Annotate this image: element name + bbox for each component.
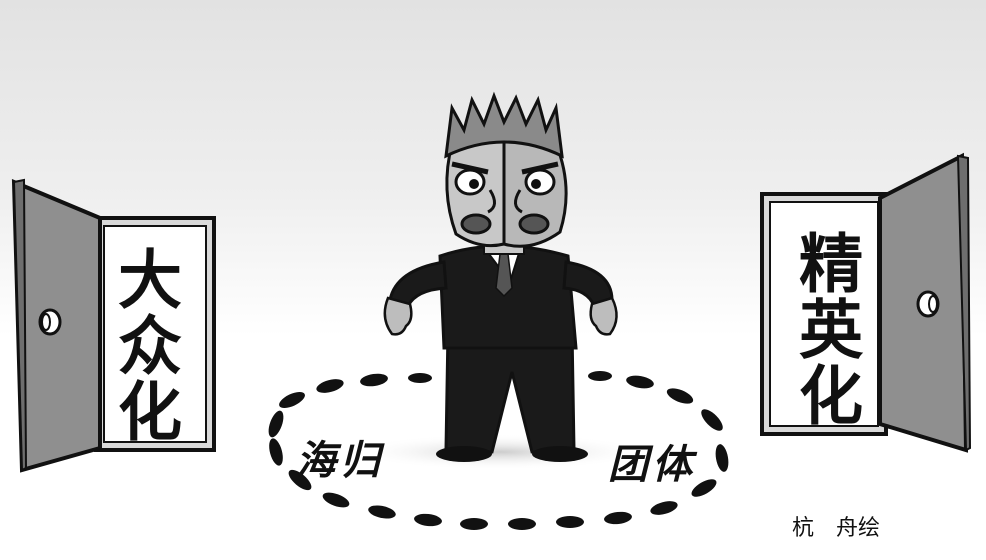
- artist-credit: 杭 舟绘: [792, 516, 881, 541]
- ground-shadow: [350, 434, 650, 470]
- footprint: [715, 444, 729, 472]
- footprint: [666, 388, 694, 404]
- man-hair: [444, 91, 564, 159]
- man-right-brow: [521, 161, 559, 175]
- left-door-text: 大众化: [107, 246, 181, 444]
- footprint: [288, 469, 312, 491]
- footprint: [360, 373, 388, 387]
- footprint: [269, 438, 283, 466]
- right-door-knob-inner: [928, 295, 938, 313]
- footprint: [316, 379, 344, 393]
- footprint: [588, 371, 612, 381]
- man-left-shoe: [436, 446, 492, 462]
- footprint: [508, 518, 536, 530]
- right-door-edge: [956, 154, 972, 452]
- right-footprint-label: 团体: [608, 441, 696, 488]
- man-left-brow: [451, 161, 489, 175]
- left-door-edge: [12, 178, 28, 472]
- man-right-nose: [514, 189, 523, 214]
- footprint: [414, 513, 442, 527]
- left-door-opening: [103, 225, 207, 443]
- footprint: [268, 410, 284, 438]
- footprint: [556, 516, 584, 528]
- footprint-circle: [268, 371, 729, 530]
- man-right-hand: [589, 296, 618, 336]
- man-left-pupil: [469, 179, 479, 189]
- man-left-hand: [383, 296, 413, 336]
- man-right-pupil: [531, 179, 541, 189]
- man-figure: [383, 91, 618, 462]
- man-right-mouth: [518, 213, 550, 235]
- right-door: [760, 152, 972, 453]
- footprint: [650, 501, 678, 515]
- man-right-shoe: [532, 446, 588, 462]
- man-left-nose: [487, 189, 496, 214]
- footprint: [626, 375, 654, 389]
- footprint: [691, 479, 717, 497]
- left-footprint-label: 海归: [296, 437, 384, 484]
- footprint: [279, 391, 305, 409]
- left-door: [11, 178, 216, 473]
- footprint: [368, 505, 396, 519]
- man-left-mouth: [460, 213, 492, 235]
- footprint: [322, 492, 350, 508]
- footprint: [604, 511, 632, 525]
- right-door-text: 精英化: [788, 230, 862, 428]
- footprint: [408, 373, 432, 383]
- footprint: [701, 409, 723, 431]
- left-door-knob-inner: [41, 313, 51, 331]
- footprint: [460, 518, 488, 530]
